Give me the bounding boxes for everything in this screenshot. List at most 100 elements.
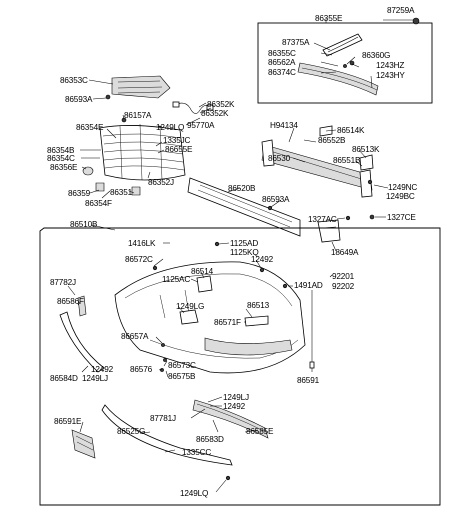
label-1249lq-bottom: 1249LQ <box>180 489 208 498</box>
emblem-upper <box>322 33 363 57</box>
label-95770a: 95770A <box>187 121 215 130</box>
lower-lip-spoiler <box>101 404 233 466</box>
screw-12492-a <box>259 267 265 273</box>
label-86520b: 86520B <box>228 184 256 193</box>
label-86356e: 86356E <box>50 163 78 172</box>
label-86593a-mid: 86593A <box>262 195 290 204</box>
label-86351: 86351 <box>110 188 133 197</box>
label-1249nc: 1249NC <box>388 183 417 192</box>
label-87259a: 87259A <box>387 6 415 15</box>
grille-upper-molding <box>111 75 171 99</box>
label-1125ac: 1125AC <box>162 275 190 284</box>
label-1249lq-top: 1249LQ <box>156 123 184 132</box>
label-86657a: 86657A <box>121 332 149 341</box>
label-86514k: 86514K <box>337 126 365 135</box>
tow-hook-cover <box>71 429 96 459</box>
label-1335jc: 1335JC <box>163 136 191 145</box>
label-12492-c: 12492 <box>223 402 246 411</box>
radiator-grille <box>99 123 186 181</box>
screw-1125ad <box>214 241 220 247</box>
label-1327ac: 1327AC <box>308 215 337 224</box>
screw-1327ac <box>345 215 351 221</box>
screw-1491ad <box>282 283 288 289</box>
label-1491ad: 1491AD <box>294 281 323 290</box>
clip-86593a-top <box>105 94 111 100</box>
label-1249bc: 1249BC <box>386 192 415 201</box>
label-86514: 86514 <box>191 267 214 276</box>
license-plate-bracket <box>244 315 269 327</box>
part-labels: 86355E 87259A 87375A 86355C 86360G 86562… <box>47 6 418 498</box>
energy-absorber <box>187 177 301 237</box>
label-86585e: 86585E <box>246 427 274 436</box>
label-86573c: 86573C <box>168 361 196 370</box>
label-86355c: 86355C <box>268 49 296 58</box>
label-87375a: 87375A <box>282 38 310 47</box>
label-1416lk: 1416LK <box>128 239 156 248</box>
label-86352j: 86352J <box>148 178 174 187</box>
label-86359: 86359 <box>68 189 91 198</box>
screw-1327ce <box>369 214 375 220</box>
label-1125kq: 1125KQ <box>230 248 259 257</box>
label-86530: 86530 <box>268 154 291 163</box>
label-86593a-top: 86593A <box>65 95 93 104</box>
clip-86360g <box>343 64 347 68</box>
label-86513k: 86513K <box>352 145 380 154</box>
inset-box <box>257 22 433 104</box>
label-86354b: 86354B <box>47 146 75 155</box>
label-86552b: 86552B <box>318 136 346 145</box>
label-1125ad: 1125AD <box>230 239 258 248</box>
screw-1243hz <box>349 60 355 66</box>
back-beam <box>261 139 373 198</box>
wiring-harness <box>172 101 214 114</box>
label-86355e: 86355E <box>315 14 343 23</box>
label-86354e: 86354E <box>76 123 104 132</box>
label-92201: 92201 <box>332 272 355 281</box>
label-86513: 86513 <box>247 301 270 310</box>
label-86352k-2: 86352K <box>201 109 229 118</box>
label-86360g: 86360G <box>362 51 390 60</box>
label-12492-a: 12492 <box>251 255 274 264</box>
bumper-assembly-box <box>39 227 441 506</box>
label-86584d: 86584D <box>50 374 78 383</box>
label-86586f: 86586F <box>57 297 84 306</box>
label-87782j: 87782J <box>50 278 76 287</box>
label-86575b: 86575B <box>168 372 196 381</box>
label-86157a: 86157A <box>124 111 152 120</box>
vertical-bolt <box>309 290 315 369</box>
label-86655e: 86655E <box>165 145 193 154</box>
label-86572c: 86572C <box>125 255 153 264</box>
label-87781j: 87781J <box>150 414 176 423</box>
fog-lamp-cover <box>179 309 199 325</box>
clip-87259a <box>412 17 420 25</box>
label-1327ce: 1327CE <box>387 213 416 222</box>
label-1335cc: 1335CC <box>182 448 211 457</box>
label-1243hz: 1243HZ <box>376 61 404 70</box>
label-86354c: 86354C <box>47 154 75 163</box>
label-86354f: 86354F <box>85 199 112 208</box>
label-12492-b: 12492 <box>91 365 114 374</box>
label-86591e: 86591E <box>54 417 82 426</box>
clip-86593a-mid <box>267 205 273 211</box>
label-1249lj-a: 1249LJ <box>82 374 108 383</box>
label-h94134: H94134 <box>270 121 298 130</box>
clip-86572c <box>152 265 158 271</box>
label-86510b: 86510B <box>70 220 98 229</box>
side-molding-left <box>59 295 105 373</box>
bracket-86513k <box>359 154 374 185</box>
label-1249lg: 1249LG <box>176 302 204 311</box>
bracket-86514 <box>196 275 213 293</box>
label-86525g: 86525G <box>117 427 145 436</box>
label-18649a: 18649A <box>331 248 359 257</box>
screw-1249lq-bottom <box>225 475 231 481</box>
label-86571f: 86571F <box>214 318 241 327</box>
label-86576: 86576 <box>130 365 153 374</box>
label-92202: 92202 <box>332 282 355 291</box>
grille-molding-strip <box>297 62 379 96</box>
label-86352k: 86352K <box>207 100 235 109</box>
label-86591: 86591 <box>297 376 320 385</box>
label-86583d: 86583D <box>196 435 224 444</box>
label-1249lj-b: 1249LJ <box>223 393 249 402</box>
label-1243hy: 1243HY <box>376 71 405 80</box>
